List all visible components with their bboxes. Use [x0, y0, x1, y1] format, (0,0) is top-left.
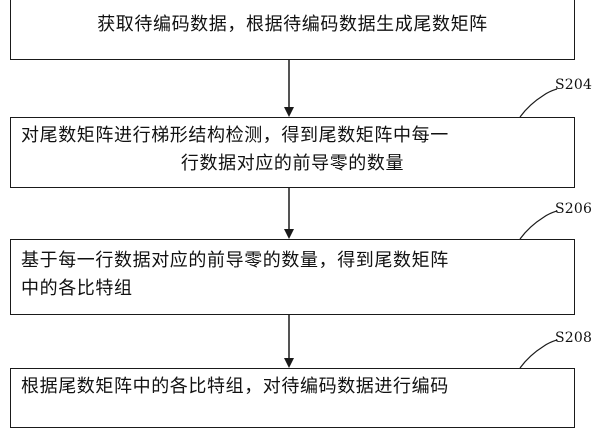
step-1-line-1: 获取待编码数据，根据待编码数据生成尾数矩阵	[97, 14, 488, 35]
leader-line-s208	[519, 339, 558, 369]
step-4-line-1: 根据尾数矩阵中的各比特组，对待编码数据进行编码	[21, 376, 449, 397]
step-box-4: 根据尾数矩阵中的各比特组，对待编码数据进行编码	[10, 368, 575, 428]
flow-connectors	[284, 60, 558, 369]
step-label-s208: S208	[555, 330, 593, 346]
step-box-2: 对尾数矩阵进行梯形结构检测，得到尾数矩阵中每一 行数据对应的前导零的数量	[10, 117, 575, 188]
leader-line-s206	[519, 210, 558, 240]
step-label-s206: S206	[555, 201, 593, 217]
step-2-text: 对尾数矩阵进行梯形结构检测，得到尾数矩阵中每一 行数据对应的前导零的数量	[21, 122, 564, 178]
step-box-3: 基于每一行数据对应的前导零的数量，得到尾数矩阵 中的各比特组	[10, 239, 575, 315]
step-3-line-1: 基于每一行数据对应的前导零的数量，得到尾数矩阵	[21, 250, 449, 271]
step-4-text: 根据尾数矩阵中的各比特组，对待编码数据进行编码	[21, 373, 564, 401]
step-label-s204: S204	[555, 77, 593, 93]
leader-line-s204	[519, 88, 558, 118]
step-3-text: 基于每一行数据对应的前导零的数量，得到尾数矩阵 中的各比特组	[21, 247, 564, 303]
step-2-line-1: 对尾数矩阵进行梯形结构检测，得到尾数矩阵中每一	[21, 125, 449, 146]
step-2-line-2: 行数据对应的前导零的数量	[180, 153, 405, 174]
step-box-1: 获取待编码数据，根据待编码数据生成尾数矩阵	[10, 0, 575, 60]
step-3-line-2: 中的各比特组	[21, 278, 133, 299]
step-1-text: 获取待编码数据，根据待编码数据生成尾数矩阵	[21, 11, 564, 39]
